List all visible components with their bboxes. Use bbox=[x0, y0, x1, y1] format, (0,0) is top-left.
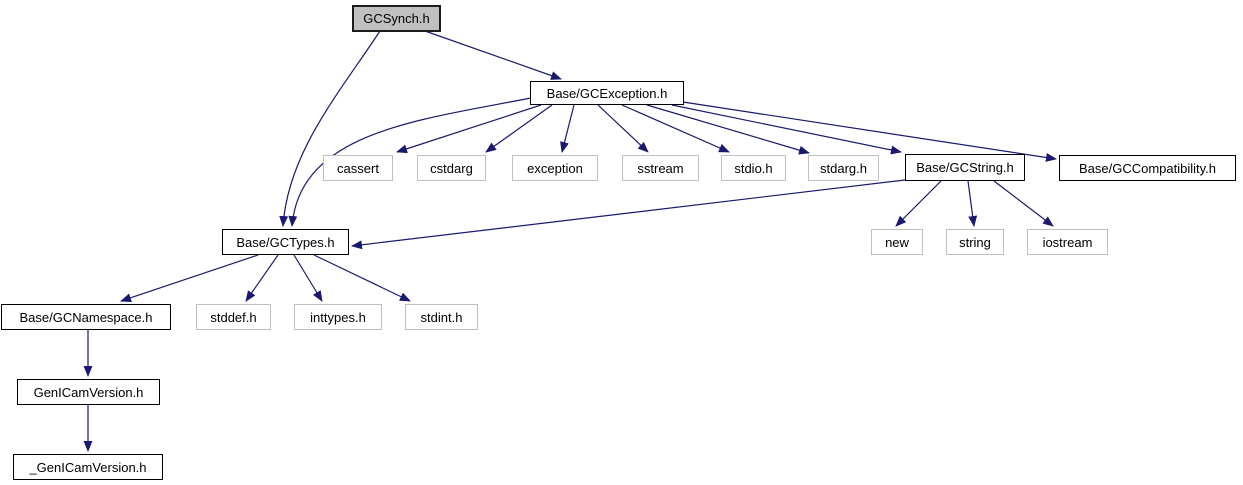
node-stddef: stddef.h bbox=[196, 304, 271, 330]
edge-gcsynch-gcexception bbox=[424, 30, 562, 80]
node-iostream: iostream bbox=[1027, 229, 1108, 255]
node-genicamversion[interactable]: GenICamVersion.h bbox=[17, 379, 160, 405]
node-stdint: stdint.h bbox=[405, 304, 478, 330]
edge-gcexception-stdarg bbox=[646, 104, 810, 155]
node-sstream: sstream bbox=[622, 155, 699, 181]
node-_genicamversion[interactable]: _GenICamVersion.h bbox=[13, 454, 163, 480]
node-stdio: stdio.h bbox=[721, 155, 786, 181]
edge-gcexception-exception bbox=[560, 104, 575, 153]
edge-gcstring-iostream bbox=[993, 180, 1054, 227]
edge-gcstring-string bbox=[967, 180, 978, 227]
node-exception: exception bbox=[512, 155, 598, 181]
edge-gcexception-cstdarg bbox=[485, 104, 553, 153]
edge-gctypes-gcnamespace bbox=[120, 254, 259, 303]
edge-gcstring-gctypes bbox=[351, 179, 906, 250]
edge-gctypes-stddef bbox=[245, 254, 279, 302]
edge-gcexception-gccompatibility bbox=[682, 101, 1057, 162]
edge-gcexception-cassert bbox=[396, 104, 542, 154]
node-gcstring[interactable]: Base/GCString.h bbox=[905, 154, 1025, 181]
node-cstdarg: cstdarg bbox=[417, 155, 486, 181]
edge-gctypes-stdint bbox=[313, 254, 411, 302]
node-gcnamespace[interactable]: Base/GCNamespace.h bbox=[1, 304, 171, 330]
edge-gcexception-sstream bbox=[597, 104, 649, 153]
node-gccompatibility[interactable]: Base/GCCompatibility.h bbox=[1059, 155, 1236, 181]
node-stdarg: stdarg.h bbox=[808, 155, 879, 181]
edge-gcexception-stdio bbox=[621, 104, 730, 153]
node-gcexception[interactable]: Base/GCException.h bbox=[530, 81, 684, 105]
node-new: new bbox=[871, 229, 923, 255]
node-cassert: cassert bbox=[323, 155, 393, 181]
edge-gctypes-inttypes bbox=[293, 254, 323, 302]
edge-gcsynch-gctypes bbox=[279, 30, 381, 227]
edge-gcstring-new bbox=[895, 180, 942, 227]
edge-gcexception-gctypes bbox=[288, 97, 532, 227]
node-inttypes: inttypes.h bbox=[294, 304, 382, 330]
node-gcsynch: GCSynch.h bbox=[352, 5, 441, 32]
node-string: string bbox=[946, 229, 1004, 255]
edge-gcexception-gcstring bbox=[671, 104, 902, 155]
node-gctypes[interactable]: Base/GCTypes.h bbox=[222, 229, 349, 255]
